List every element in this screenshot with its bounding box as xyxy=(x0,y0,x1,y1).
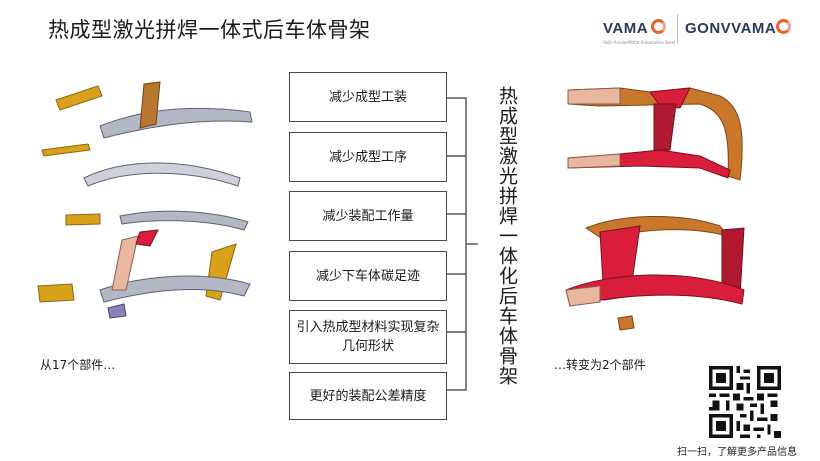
vama-logo: VAMA xyxy=(603,20,649,37)
part-bronze-bracket xyxy=(139,81,161,129)
qr-caption: 扫一扫，了解更多产品信息 xyxy=(677,447,797,458)
vama-swirl-icon xyxy=(651,19,666,34)
benefit-box-1: 减少成型工装 xyxy=(289,72,447,122)
benefit-box-3: 减少装配工作量 xyxy=(289,191,447,241)
caption-left: 从17个部件… xyxy=(40,358,116,372)
benefit-box-6: 更好的装配公差精度 xyxy=(289,372,447,420)
benefit-box-4: 减少下车体碳足迹 xyxy=(289,251,447,301)
benefit-box-5: 引入热成型材料实现复杂几何形状 xyxy=(289,310,447,364)
benefits-bracket xyxy=(447,97,478,391)
logo-divider xyxy=(677,14,678,44)
assembled-part-upper xyxy=(567,87,743,181)
gonvvama-logo: GONVVAMA xyxy=(685,20,777,37)
part-gold-5 xyxy=(205,243,237,301)
part-rail-middle xyxy=(83,162,241,187)
part-gold-2 xyxy=(41,143,91,157)
part-cross-member xyxy=(111,235,139,291)
page-title: 热成型激光拼焊一体式后车体骨架 xyxy=(48,18,371,42)
part-rail-lower-front xyxy=(99,275,251,303)
assembled-part-lower xyxy=(565,216,745,331)
qr-code[interactable] xyxy=(709,366,781,438)
gonvvama-swirl-icon xyxy=(776,19,791,34)
part-gold-1 xyxy=(55,85,103,111)
part-rail-lower-back xyxy=(119,210,249,231)
part-rail-upper xyxy=(99,107,253,139)
part-gold-4 xyxy=(37,283,75,303)
vertical-label: 热成型激光拼焊一体化后车体骨架 xyxy=(496,86,518,386)
part-purple-clip xyxy=(107,303,127,319)
part-gold-3 xyxy=(65,213,101,226)
vama-tagline: Valin ArcelorMittal Automotive Steel xyxy=(603,40,676,45)
part-red-clip xyxy=(135,229,159,247)
caption-right: …转变为2个部件 xyxy=(554,358,646,372)
benefit-box-2: 减少成型工序 xyxy=(289,132,447,182)
